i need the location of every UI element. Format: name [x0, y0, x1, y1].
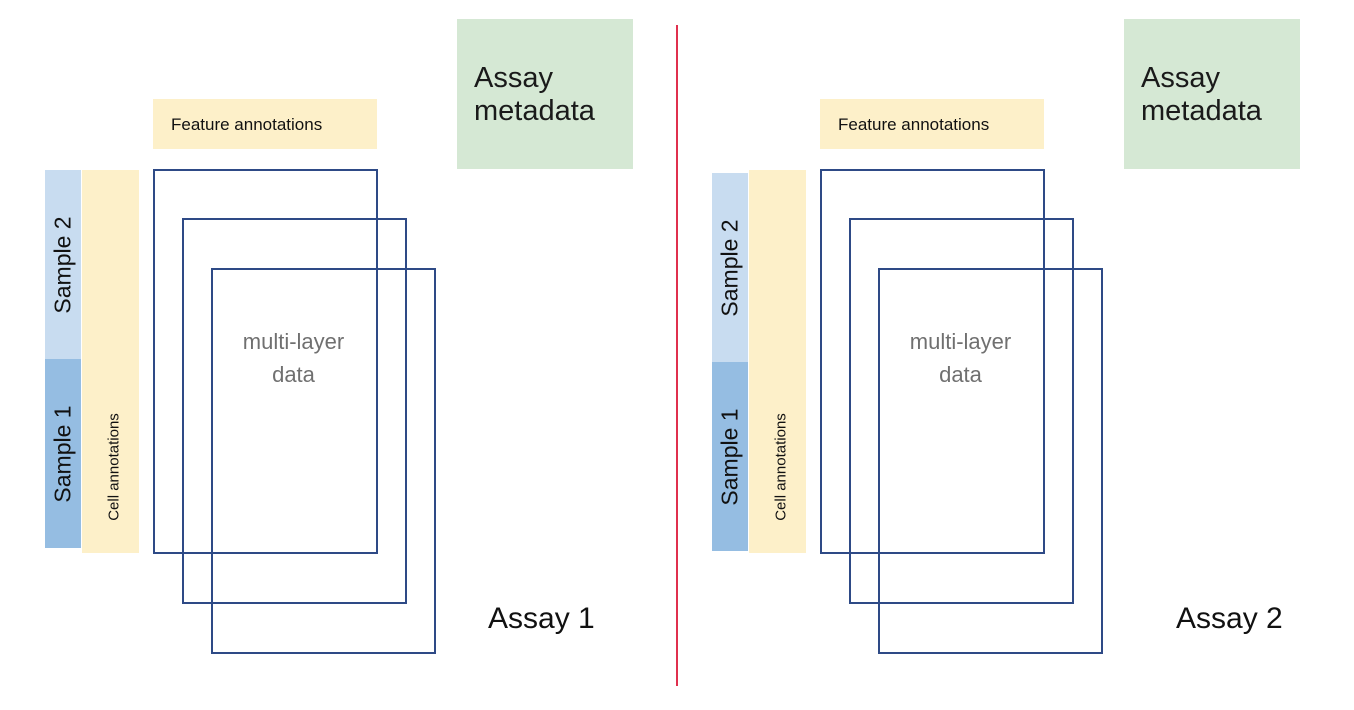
panel-divider: [676, 25, 678, 686]
sample-1-bar: Sample 1: [712, 362, 748, 551]
cell-annotations-box: Cell annotations: [749, 170, 806, 553]
feature-annotations-label: Feature annotations: [171, 115, 323, 134]
assay-metadata-box: Assay metadata: [1124, 19, 1300, 169]
assay-1-panel: Assay metadata Feature annotations Sampl…: [45, 19, 633, 654]
sample-1-label: Sample 1: [49, 404, 76, 503]
assay-label: Assay 1: [488, 602, 595, 635]
sample-2-label: Sample 2: [716, 218, 743, 317]
sample-1-bar: Sample 1: [45, 359, 81, 548]
cell-annotations-label: Cell annotations: [772, 412, 789, 521]
cell-annotations-label: Cell annotations: [105, 412, 122, 521]
multi-layer-data-label: multi-layer data: [242, 329, 345, 387]
sample-2-bar: Sample 2: [45, 170, 81, 359]
assay-label: Assay 2: [1176, 602, 1283, 635]
data-layer-1: [820, 169, 1045, 554]
assay-metadata-label: Assay metadata: [474, 62, 595, 127]
sample-1-label: Sample 1: [716, 407, 743, 506]
data-layer-3: [878, 268, 1103, 654]
cell-annotations-box: Cell annotations: [82, 170, 139, 553]
feature-annotations-box: Feature annotations: [820, 99, 1044, 149]
feature-annotations-box: Feature annotations: [153, 99, 377, 149]
sample-2-label: Sample 2: [49, 215, 76, 314]
assay-metadata-label: Assay metadata: [1141, 62, 1262, 127]
assay-metadata-box: Assay metadata: [457, 19, 633, 169]
feature-annotations-label: Feature annotations: [838, 115, 990, 134]
multi-layer-data-label: multi-layer data: [909, 329, 1012, 387]
data-layer-3: [211, 268, 436, 654]
sample-2-bar: Sample 2: [712, 173, 748, 362]
data-layer-2: [849, 218, 1074, 604]
data-layer-2: [182, 218, 407, 604]
data-layer-1: [153, 169, 378, 554]
assay-2-panel: Assay metadata Feature annotations Sampl…: [667, 0, 1344, 710]
